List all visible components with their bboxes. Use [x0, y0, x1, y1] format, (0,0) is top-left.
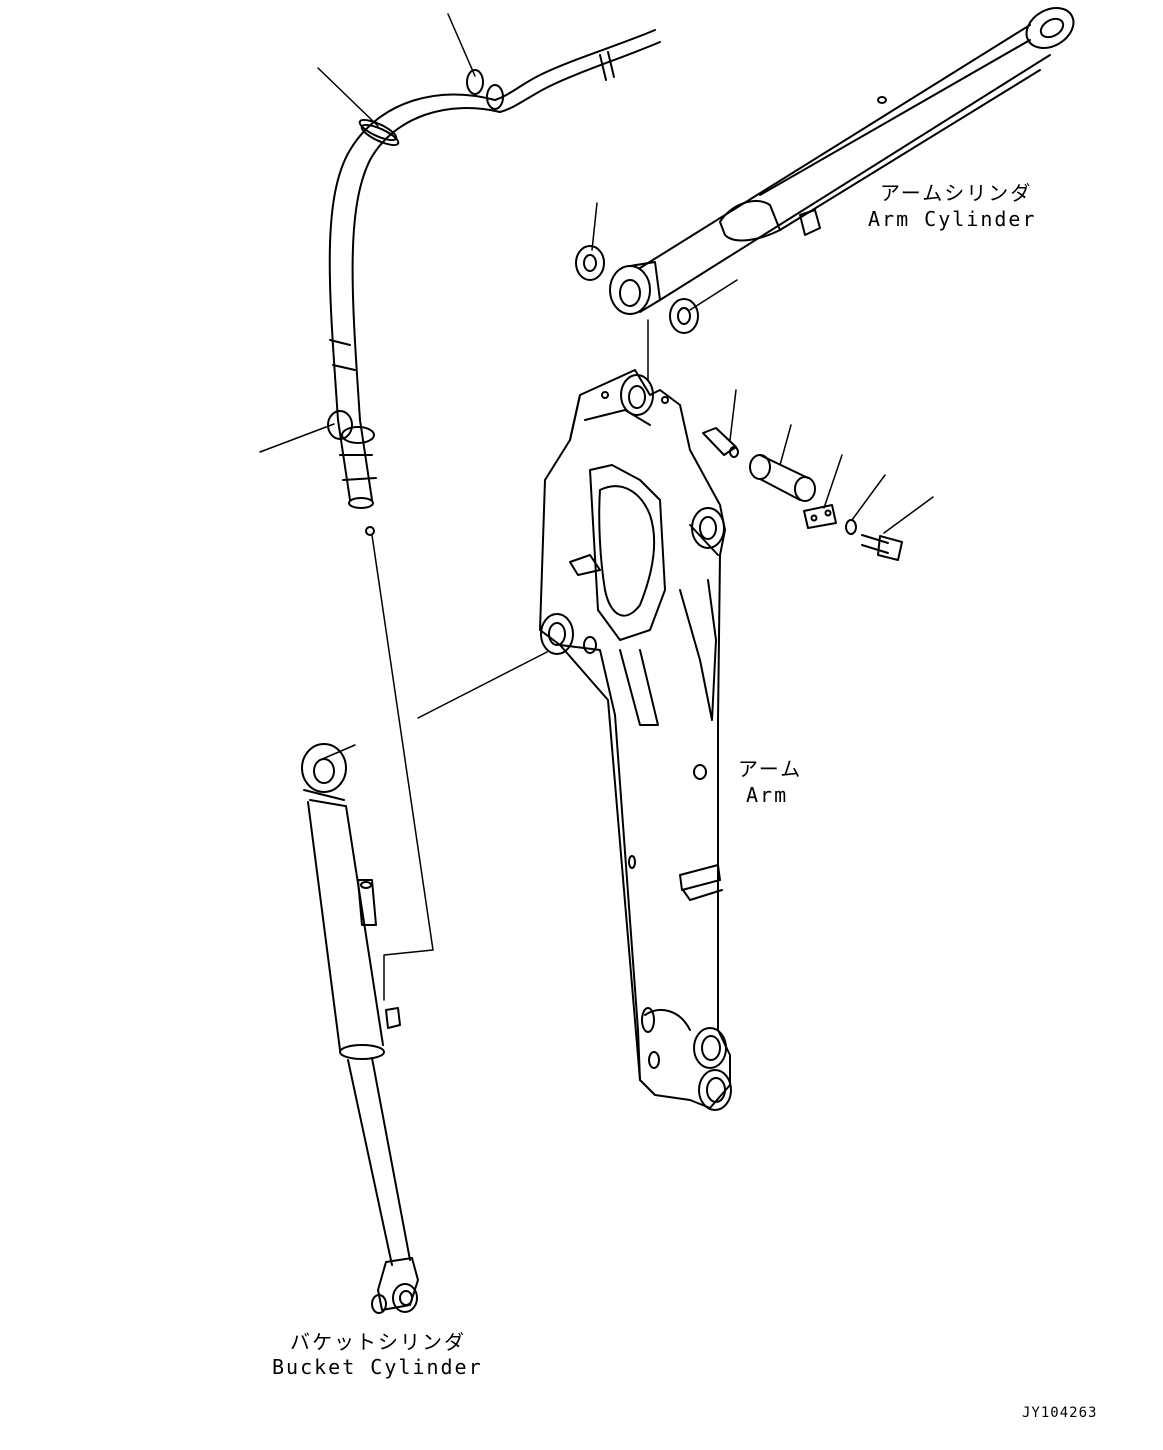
hose-clamp-band [466, 69, 504, 110]
bucket-cylinder-label-en: Bucket Cylinder [272, 1355, 483, 1379]
arm-top-boss [620, 374, 654, 416]
leader-lines [259, 13, 934, 1001]
hydraulic-hose [328, 29, 661, 509]
arm-label-jp: アーム [738, 757, 803, 781]
spring-washer [845, 519, 857, 535]
shim-washer-left [575, 245, 605, 281]
bucket-cylinder-rod-end [371, 1257, 419, 1314]
arm-cylinder-label-en: Arm Cylinder [868, 207, 1037, 231]
arm-cylinder [639, 7, 1075, 301]
arm-mid-boss [691, 507, 725, 549]
hose-clamp-lower [327, 410, 375, 444]
arm-bucket-cyl-boss [540, 554, 601, 655]
hose-clamp [358, 118, 400, 147]
drawing-code: JY104263 [1022, 1405, 1098, 1421]
grease-fitting [702, 427, 739, 458]
arm-tip-bosses [601, 391, 732, 1111]
lock-plate [803, 504, 837, 529]
bucket-cylinder-label-jp: バケットシリンダ [290, 1330, 466, 1354]
arm [539, 369, 731, 1109]
arm-label-en: Arm [746, 783, 789, 807]
bucket-cylinder [301, 743, 411, 1266]
o-ring [365, 526, 375, 536]
arm-cylinder-rod-eye [609, 261, 661, 315]
shim-washer-right [669, 298, 699, 334]
arm-cylinder-label-jp: アームシリンダ [880, 181, 1033, 205]
arm-pin [749, 454, 816, 502]
bolt [861, 534, 903, 561]
